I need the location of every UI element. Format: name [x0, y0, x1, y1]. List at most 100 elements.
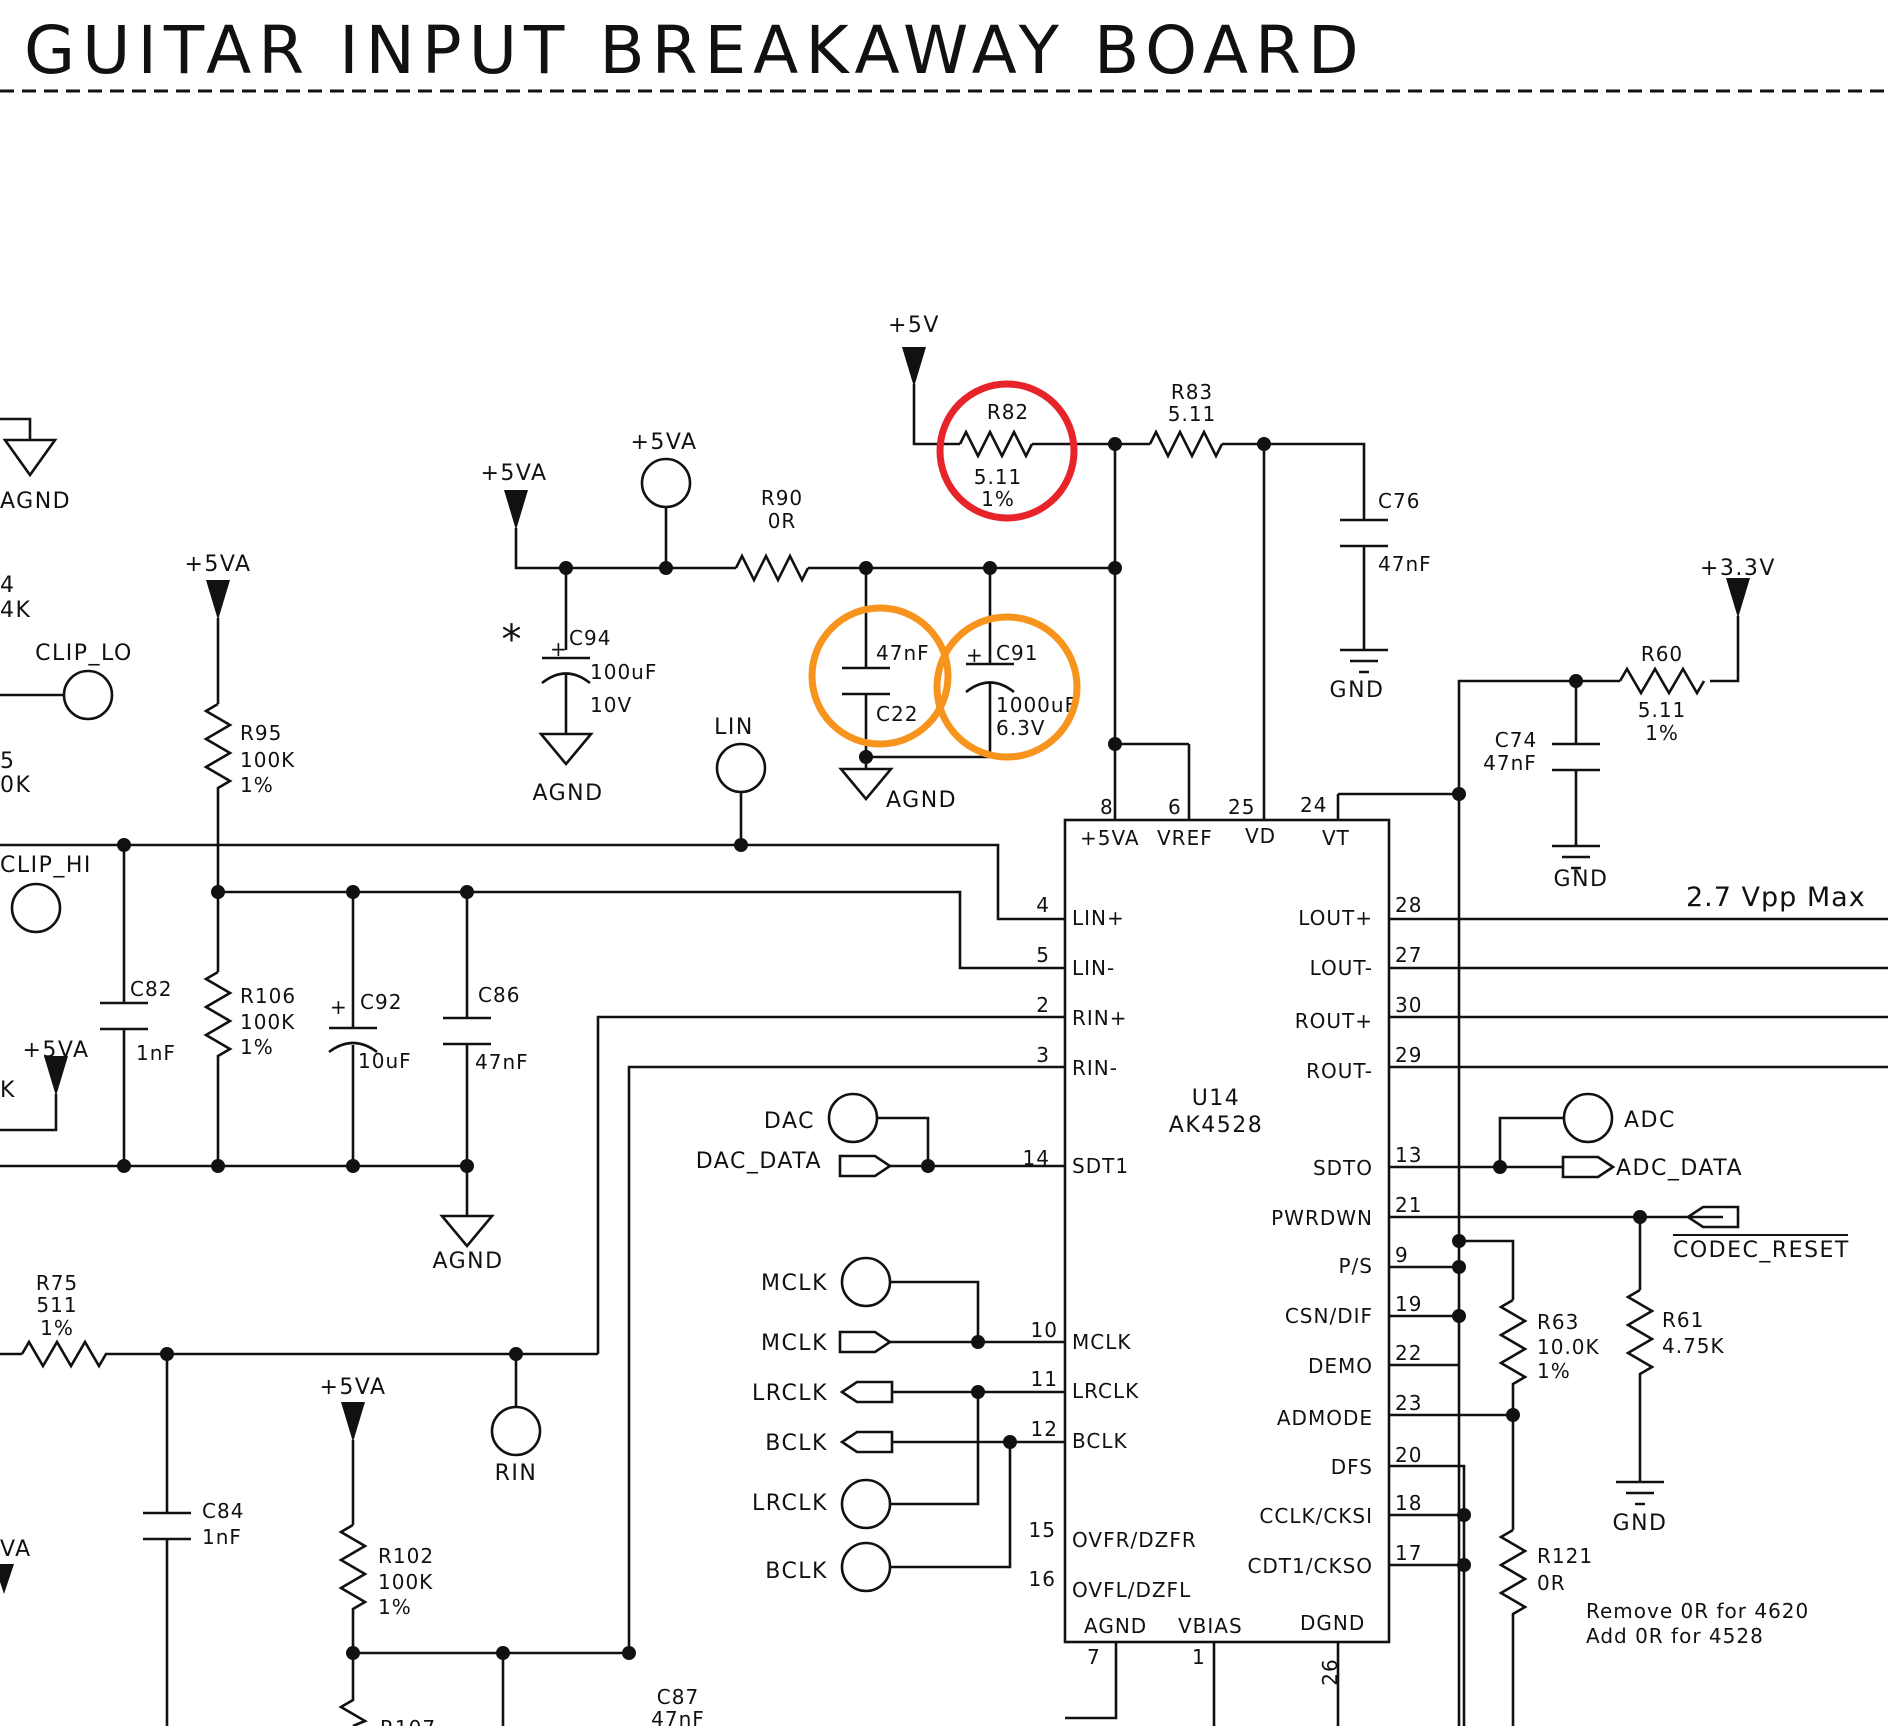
- svg-text:26: 26: [1318, 1658, 1342, 1685]
- testpoint-rin: [490, 1405, 542, 1457]
- svg-text:2.7 Vpp Max: 2.7 Vpp Max: [1686, 882, 1866, 913]
- svg-text:VREF: VREF: [1157, 826, 1213, 850]
- svg-text:K: K: [0, 1078, 16, 1103]
- svg-text:VA: VA: [0, 1537, 32, 1562]
- svg-text:100uF: 100uF: [590, 660, 657, 684]
- svg-text:R107: R107: [380, 1716, 436, 1726]
- testpoint-lrclk: [840, 1478, 892, 1530]
- resistor-r90: [734, 553, 810, 583]
- svg-text:10.0K: 10.0K: [1537, 1335, 1600, 1359]
- svg-text:C74: C74: [1495, 728, 1537, 752]
- svg-text:RIN+: RIN+: [1072, 1006, 1128, 1030]
- svg-text:R83: R83: [1171, 380, 1213, 404]
- svg-text:LOUT+: LOUT+: [1298, 906, 1373, 930]
- svg-text:*: *: [502, 617, 523, 663]
- svg-text:ADC_DATA: ADC_DATA: [1616, 1156, 1743, 1181]
- resistor-r106: [203, 970, 233, 1166]
- svg-text:+5VA: +5VA: [630, 430, 697, 455]
- port-dac-data: [838, 1154, 893, 1178]
- svg-text:MCLK: MCLK: [761, 1331, 828, 1356]
- resistor-r63: [1498, 1298, 1528, 1530]
- capacitor-c94: [541, 656, 591, 722]
- svg-text:OVFL/DZFL: OVFL/DZFL: [1072, 1578, 1191, 1602]
- svg-text:1000uF: 1000uF: [996, 693, 1077, 717]
- svg-text:1%: 1%: [240, 1035, 274, 1059]
- svg-text:47nF: 47nF: [876, 641, 930, 665]
- svg-text:10: 10: [1031, 1318, 1058, 1342]
- svg-text:1%: 1%: [378, 1595, 412, 1619]
- svg-text:SDT1: SDT1: [1072, 1154, 1129, 1178]
- svg-text:AGND: AGND: [0, 489, 71, 514]
- svg-text:Add 0R for 4528: Add 0R for 4528: [1586, 1624, 1764, 1648]
- svg-text:47nF: 47nF: [651, 1707, 705, 1726]
- svg-text:25: 25: [1228, 795, 1255, 819]
- svg-text:4K: 4K: [0, 598, 31, 623]
- svg-text:+: +: [330, 995, 348, 1019]
- svg-text:ADMODE: ADMODE: [1277, 1406, 1373, 1430]
- capacitor-c91: [965, 662, 1015, 718]
- svg-text:LIN: LIN: [714, 715, 754, 740]
- testpoint-clip-hi: [10, 882, 62, 934]
- svg-text:DFS: DFS: [1331, 1455, 1373, 1479]
- svg-text:ROUT-: ROUT-: [1306, 1059, 1373, 1083]
- svg-text:DAC: DAC: [764, 1109, 815, 1134]
- resistor-r61: [1625, 1288, 1655, 1464]
- svg-text:16: 16: [1029, 1567, 1056, 1591]
- svg-text:LRCLK: LRCLK: [752, 1491, 828, 1516]
- svg-text:VBIAS: VBIAS: [1178, 1614, 1243, 1638]
- capacitor-c86: [443, 1016, 491, 1166]
- svg-text:1%: 1%: [981, 487, 1015, 511]
- svg-text:AGND: AGND: [1084, 1614, 1147, 1638]
- right-signals: 2.7 Vpp Max ADC ADC_DATA CODEC_RESET R61…: [1389, 882, 1888, 1726]
- svg-text:GND: GND: [1330, 678, 1385, 703]
- svg-text:MCLK: MCLK: [761, 1271, 828, 1296]
- svg-text:0R: 0R: [768, 509, 797, 533]
- svg-text:1%: 1%: [1537, 1359, 1571, 1383]
- svg-text:OVFR/DZFR: OVFR/DZFR: [1072, 1528, 1197, 1552]
- input-network: AGND 4 4K CLIP_LO 5 0K CLIP_HI +5VA K +5…: [0, 417, 1065, 1726]
- ic-u14: U14 AK4528 8 6 25 24 +5VA VREF VD VT 4 5…: [1023, 444, 1422, 1726]
- testpoint-dac: [827, 1092, 879, 1144]
- svg-text:R60: R60: [1641, 642, 1683, 666]
- svg-text:24: 24: [1300, 793, 1327, 817]
- svg-text:LRCLK: LRCLK: [1072, 1379, 1139, 1403]
- resistor-r83: [1148, 429, 1224, 459]
- resistor-r82: [958, 429, 1034, 459]
- svg-text:CCLK/CKSI: CCLK/CKSI: [1259, 1504, 1373, 1528]
- svg-text:C91: C91: [996, 641, 1038, 665]
- svg-text:LIN-: LIN-: [1072, 956, 1115, 980]
- svg-text:R63: R63: [1537, 1310, 1579, 1334]
- svg-text:21: 21: [1395, 1193, 1422, 1217]
- svg-text:17: 17: [1395, 1541, 1422, 1565]
- svg-text:RIN-: RIN-: [1072, 1056, 1118, 1080]
- svg-text:+3.3V: +3.3V: [1700, 556, 1776, 581]
- svg-text:12: 12: [1031, 1417, 1058, 1441]
- svg-text:10V: 10V: [590, 693, 632, 717]
- svg-text:30: 30: [1395, 993, 1422, 1017]
- svg-text:MCLK: MCLK: [1072, 1330, 1131, 1354]
- capacitor-c92: [328, 1026, 378, 1166]
- svg-text:RIN: RIN: [495, 1461, 538, 1486]
- svg-text:6.3V: 6.3V: [996, 716, 1046, 740]
- svg-text:C22: C22: [876, 702, 918, 726]
- svg-text:47nF: 47nF: [475, 1050, 529, 1074]
- svg-text:9: 9: [1395, 1243, 1409, 1267]
- svg-text:R121: R121: [1537, 1544, 1593, 1568]
- svg-text:1%: 1%: [40, 1316, 74, 1340]
- svg-text:ADC: ADC: [1624, 1108, 1676, 1133]
- resistor-r121: [1498, 1528, 1528, 1726]
- digital-supply-network: +3.3V R60 5.11 1% C74 47nF GND: [1338, 556, 1776, 1726]
- testpoint-5va: [640, 457, 692, 509]
- svg-text:3: 3: [1036, 1043, 1050, 1067]
- svg-text:R61: R61: [1662, 1308, 1704, 1332]
- port-bclk: [839, 1430, 894, 1454]
- svg-text:0K: 0K: [0, 773, 31, 798]
- svg-text:LRCLK: LRCLK: [752, 1381, 828, 1406]
- capacitor-c84: [143, 1511, 191, 1726]
- svg-text:C82: C82: [130, 977, 172, 1001]
- svg-text:1%: 1%: [240, 773, 274, 797]
- svg-text:10uF: 10uF: [358, 1049, 412, 1073]
- svg-text:GND: GND: [1613, 1511, 1668, 1536]
- svg-text:5.11: 5.11: [974, 465, 1023, 489]
- svg-text:13: 13: [1395, 1143, 1422, 1167]
